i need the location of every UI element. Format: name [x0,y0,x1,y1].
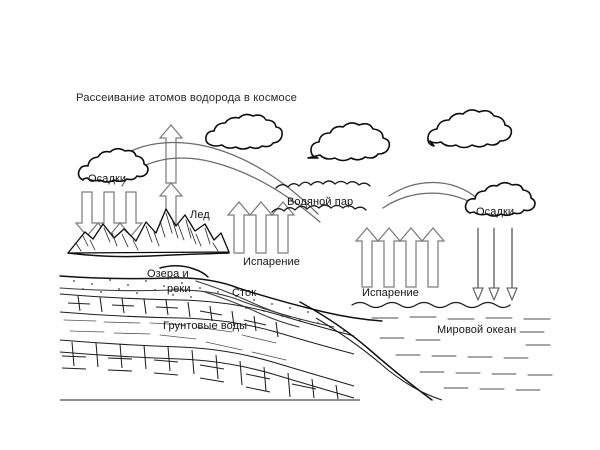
cloud-upper-right [427,109,513,149]
precipitation-arrows-left [74,191,144,237]
label-evaporation-ocean: Испарение [362,287,419,299]
mountain-shading [75,212,219,252]
brick-joints-upper [67,295,279,338]
label-precipitation-right: Осадки [476,206,514,218]
ocean-texture [371,316,553,391]
label-groundwater: Грунтовые воды [163,320,247,332]
brick-joints-lower [61,341,339,400]
precipitation-arrows-right [472,227,518,301]
world-ocean: Мировой океан [351,301,553,391]
mountain-range: Лед [67,208,230,258]
evaporation-arrows-land: Испарение [226,201,300,268]
cloud-upper-middle [307,122,391,162]
cloud-upper-left [205,113,283,150]
aquifer-dashes [63,319,287,361]
cloud-precipitation-right: Осадки [464,181,536,218]
land-surface: Озера и реки Сток [59,265,383,332]
water-vapor-band: Водяной пар [271,180,371,213]
coastal-slope [299,301,443,401]
geological-strata: Грунтовые воды [59,293,360,401]
label-lakes-rivers-line1: Озера и [147,268,189,280]
evaporation-arrows-ocean: Испарение [354,227,446,299]
cloud-precipitation-left: Осадки [77,147,149,185]
label-ice: Лед [190,209,210,221]
label-runoff: Сток [232,287,256,299]
label-precipitation-left: Осадки [88,173,126,185]
label-lakes-rivers-line2: реки [167,283,191,295]
label-world-ocean: Мировой океан [437,324,516,336]
label-evaporation-land: Испарение [243,256,300,268]
diagram-title: Рассеивание атомов водорода в космосе [76,92,297,104]
label-water-vapor: Водяной пар [287,196,353,208]
